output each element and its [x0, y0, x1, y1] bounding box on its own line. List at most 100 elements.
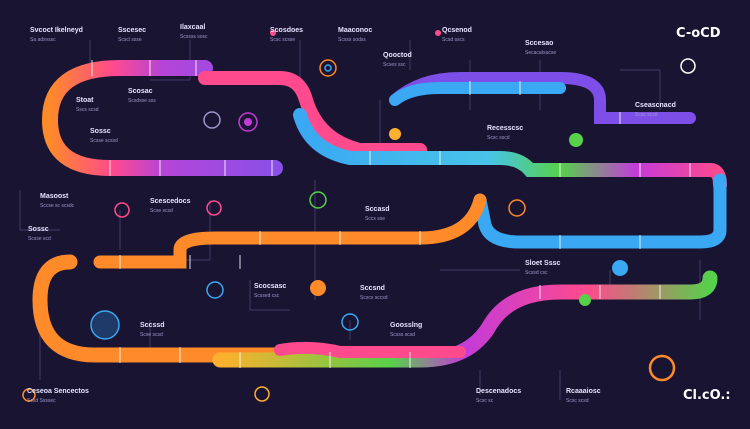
stage-label-title: Scosdoes	[270, 27, 304, 34]
stage-label-subtitle: Scsc scsd	[566, 398, 589, 404]
stage-label-subtitle: Scse scsd	[150, 208, 173, 214]
alert-node-icon	[114, 202, 130, 218]
stage-label-subtitle: Sccse sc scsdc	[40, 203, 75, 209]
link-node-icon	[341, 313, 359, 331]
stage-label-title: Ceseoa Sencectos	[27, 388, 89, 395]
stage-label-title: Maaconoc	[338, 27, 373, 34]
stage-label-subtitle: Scsdsse sss	[128, 98, 156, 104]
stage-label-subtitle: Scscl ssse	[118, 37, 142, 43]
stage-label-title: Sccssd	[140, 322, 165, 329]
stage-label-subtitle: Scses ssc	[383, 62, 406, 68]
stage-label-title: Sccesao	[525, 40, 554, 47]
stage-label-title: Sossc	[90, 128, 111, 135]
stage-label-subtitle: Sccs sse	[365, 216, 386, 222]
stage-label-subtitle: Scssd csc	[525, 270, 548, 276]
code-node-icon	[680, 58, 696, 74]
gear-big-icon	[648, 354, 676, 382]
shield-node-icon	[203, 111, 221, 129]
stage-label-subtitle: Scsd sscs	[442, 37, 465, 43]
monitor-node-icon	[612, 260, 628, 276]
stage-label-title: Svcoct Ikelneyd	[30, 27, 83, 34]
stage-label-subtitle: Scsse scd	[28, 236, 51, 242]
stage-label-title: Scosac	[128, 88, 153, 95]
stage-label-subtitle: Scsc sc	[476, 398, 494, 404]
db-node-icon	[90, 310, 120, 340]
stage-label-subtitle: Scssed csc	[254, 293, 280, 299]
brand-logo-bottom: Cl.cO.:	[683, 388, 731, 403]
stage-label-title: Sccsnd	[360, 285, 385, 292]
stage-label-subtitle: Sscs scsd	[76, 107, 99, 113]
stage-label-title: Cseascnacd	[635, 102, 676, 109]
stage-label-title: Sossc	[28, 226, 49, 233]
stage-label-title: Sloet Sssc	[525, 260, 561, 267]
stage-label: Svcoct Ikelneyd Sa adsvssc	[30, 27, 83, 44]
stage-label-subtitle: Scssss sosc	[180, 34, 208, 40]
stage-label-subtitle: Scse scsd	[140, 332, 163, 338]
step-node-icon	[270, 30, 276, 36]
node-icons	[22, 30, 696, 402]
stage-label-title: Scescedocs	[150, 198, 191, 205]
stage-label-title: Stoat	[76, 97, 94, 104]
stage-label-title: Recesscsc	[487, 125, 524, 132]
box-node-icon	[389, 128, 401, 140]
stage-label-subtitle: Scsse scssd	[90, 138, 118, 144]
hub-node-icon	[309, 191, 327, 209]
pipe-bottom	[212, 270, 718, 368]
stage-label-subtitle: Scsc sscd	[487, 135, 510, 141]
stage-label-title: Descenadocs	[476, 388, 522, 395]
brand-logo-top: C-oCD	[676, 26, 721, 41]
gear-node-icon	[319, 59, 337, 77]
stage-label-title: Goosslng	[390, 322, 423, 329]
stage-label-subtitle: Secacatsucse	[525, 50, 557, 56]
stage-label-title: Scocsasc	[254, 283, 287, 290]
stage-label-title: Ilaxcaal	[180, 24, 206, 31]
pipe-middle	[293, 108, 727, 249]
stage-label-title: Sccasd	[365, 206, 390, 213]
stage-label-subtitle: Sa adsvssc	[30, 37, 56, 43]
search-node-icon	[508, 199, 526, 217]
stage-label-title: Rcaaaiosc	[566, 388, 601, 395]
step-node-icon-2	[435, 30, 441, 36]
stage-label-title: Qcsenod	[442, 27, 472, 34]
flame-node-icon	[310, 280, 326, 296]
stage-label-subtitle: Scsc scsse	[270, 37, 296, 43]
stage-label-title: Qooctod	[383, 52, 412, 59]
stage-label-title: Sscesec	[118, 27, 147, 34]
settings-node-icon	[206, 281, 224, 299]
stage-label-subtitle: Scsc scsd	[635, 112, 658, 118]
pipe-joints	[91, 60, 691, 368]
pipe-lower	[32, 193, 487, 363]
target-node-icon	[238, 112, 258, 132]
check-node-icon	[579, 294, 591, 306]
stage-label-subtitle: Scscs sccsd	[360, 295, 388, 301]
clock-node-icon	[254, 386, 270, 402]
deploy-node-icon	[22, 388, 36, 402]
stage-label-subtitle: Scsss scsd	[390, 332, 416, 338]
stage-label-subtitle: Scsd Ssssec	[27, 398, 56, 404]
